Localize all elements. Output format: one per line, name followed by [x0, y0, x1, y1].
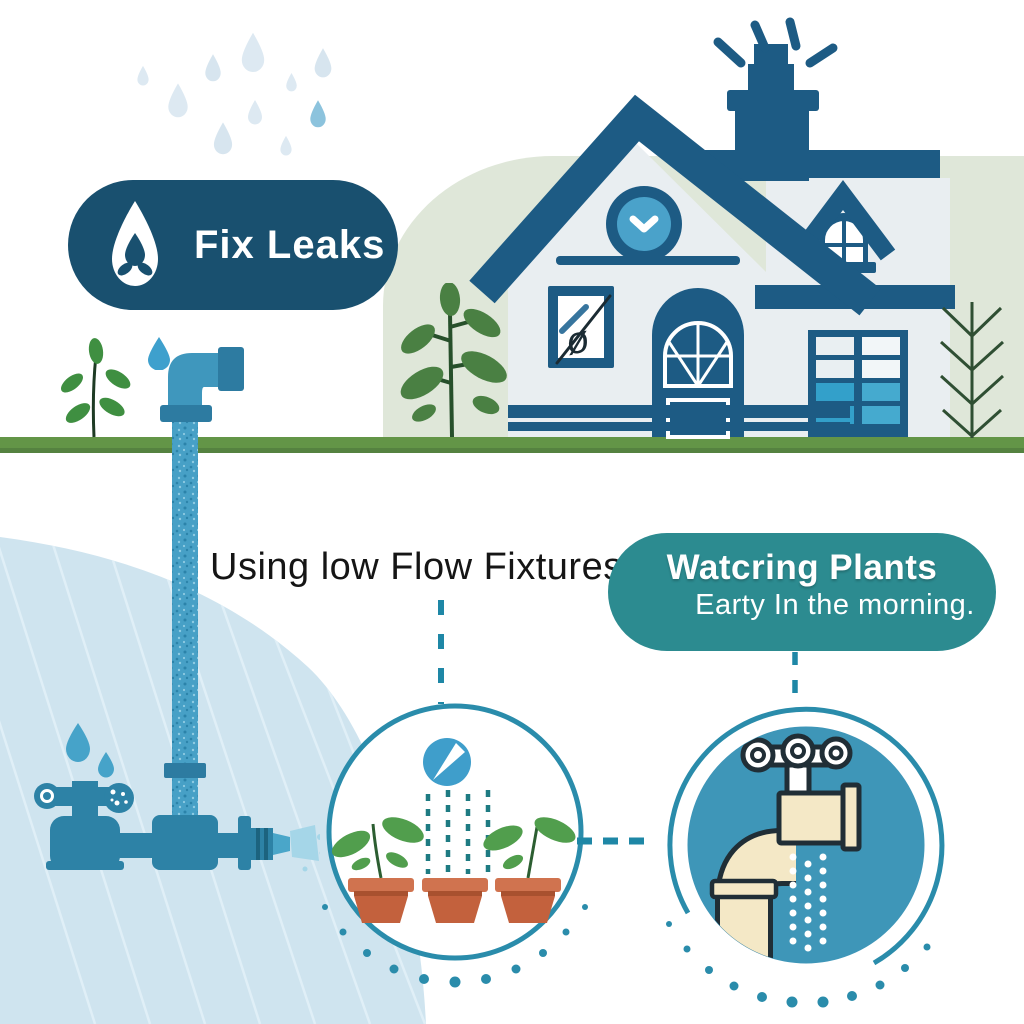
front-door: [652, 288, 744, 439]
leak-drop-small: [98, 752, 114, 778]
gable-roof: [469, 94, 881, 316]
dormer-window: [790, 180, 896, 273]
watering-plants-badge: Watcring Plants Earty In the morning.: [608, 533, 996, 651]
sapling-icon: [400, 283, 507, 438]
sprout-icon: [61, 338, 131, 438]
watering-badge-line2: Earty In the morning.: [695, 589, 975, 621]
pipe-collar: [164, 763, 206, 778]
standpipe: [160, 347, 244, 817]
underground-valve-icon: [34, 723, 320, 872]
potted-plants-icon: [331, 817, 576, 923]
fix-leaks-label: Fix Leaks: [194, 222, 386, 267]
ground-strip: [0, 437, 1024, 453]
porch-step: [508, 405, 850, 418]
fix-leaks-badge: Fix Leaks: [68, 180, 398, 310]
valve-nozzle: [251, 828, 273, 860]
water-drop-icon: [112, 201, 158, 286]
tap-circle: [667, 706, 945, 971]
house-illustration: ø: [469, 17, 955, 439]
leak-drop-large: [66, 723, 90, 762]
chimney: [727, 44, 819, 181]
underground-pipe: [172, 422, 198, 817]
outer-arc-ring: [667, 706, 945, 966]
low-flow-circle: [326, 703, 584, 961]
gable-trim: [556, 256, 740, 265]
pot-middle: [422, 878, 488, 923]
checkmark-window-icon: [606, 186, 682, 262]
porch-step-lower: [508, 422, 850, 431]
shower-nozzle-icon: [423, 738, 471, 786]
valve-body: [50, 816, 120, 870]
pipe-cap: [218, 347, 244, 391]
pot-right: [495, 878, 561, 923]
pot-left: [348, 878, 414, 923]
valve-junction: [152, 815, 218, 870]
low-flow-heading: Using low Flow Fixtures: [210, 546, 623, 588]
spark-lines-icon: [713, 17, 838, 68]
underground-soil: [0, 537, 426, 1024]
garden-tap-icon: [709, 733, 862, 963]
soil-streaks: [0, 537, 426, 1024]
sash-window: ø: [548, 286, 614, 368]
pine-tree-icon: [939, 302, 1005, 438]
drip-dots: [789, 853, 827, 952]
water-spray: [290, 825, 319, 861]
garage-door: [808, 330, 908, 437]
water-streams: [425, 790, 491, 874]
watering-badge-line1: Watcring Plants: [666, 548, 938, 587]
rain-drops-icon: [137, 32, 332, 156]
water-drop: [148, 337, 170, 370]
pipe-flange: [160, 405, 212, 422]
